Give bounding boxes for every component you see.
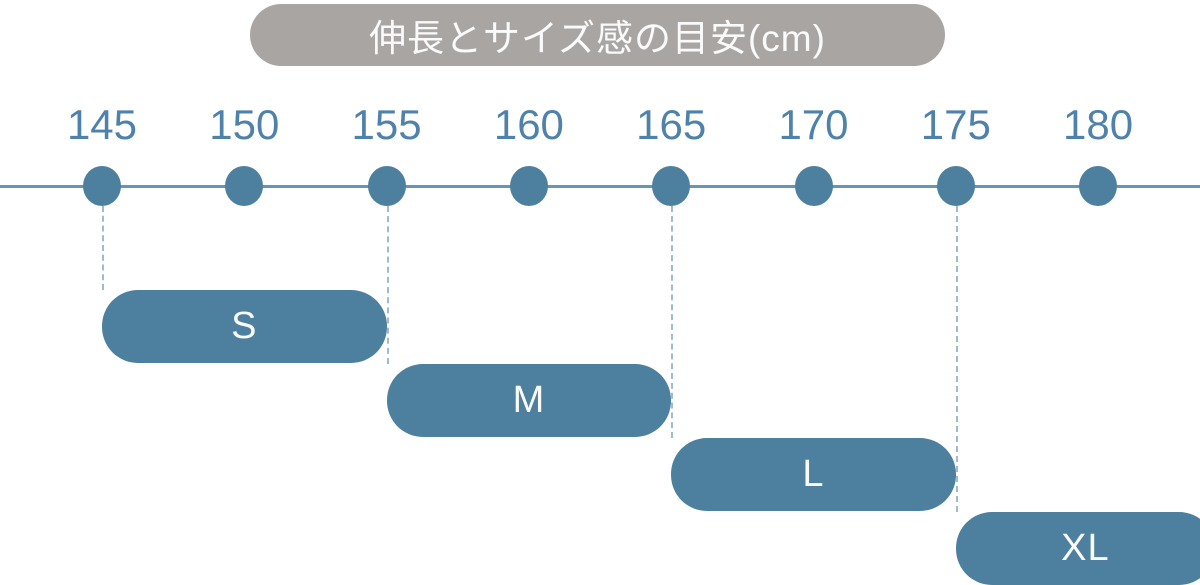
drop-line-175 <box>955 206 958 512</box>
tick-label-145: 145 <box>66 101 138 148</box>
title-pill: 伸長とサイズ感の目安(cm) <box>250 4 945 66</box>
drop-line-145 <box>102 206 104 290</box>
tick-label-180: 180 <box>1063 101 1134 148</box>
axis-dot-160 <box>509 166 548 206</box>
size-bar-label: M <box>512 379 546 421</box>
drop-line-165 <box>671 206 674 438</box>
tick-label-165: 165 <box>636 101 707 148</box>
tick-label-150: 150 <box>209 101 280 148</box>
tick-label-170: 170 <box>778 101 849 148</box>
size-bar-label: S <box>231 305 258 347</box>
axis-dot-180 <box>1079 166 1118 206</box>
tick-label-160: 160 <box>493 101 564 148</box>
axis-dot-165 <box>652 166 691 206</box>
axis-dot-170 <box>794 166 833 206</box>
drop-line-155 <box>386 206 389 364</box>
axis-dot-150 <box>225 166 264 206</box>
size-bar-l: L <box>671 438 956 511</box>
size-bar-s: S <box>102 290 387 363</box>
axis-dot-145 <box>83 166 121 206</box>
chart-title: 伸長とサイズ感の目安(cm) <box>369 18 826 59</box>
tick-label-175: 175 <box>920 101 991 148</box>
size-bar-xl: XL <box>955 512 1200 585</box>
size-bar-label: XL <box>1061 527 1110 569</box>
axis-dot-155 <box>367 166 406 206</box>
axis-line <box>0 185 1200 188</box>
size-bar-m: M <box>386 364 672 437</box>
axis-dot-175 <box>936 166 975 206</box>
size-bar-label: L <box>802 453 825 495</box>
tick-label-155: 155 <box>351 101 422 148</box>
